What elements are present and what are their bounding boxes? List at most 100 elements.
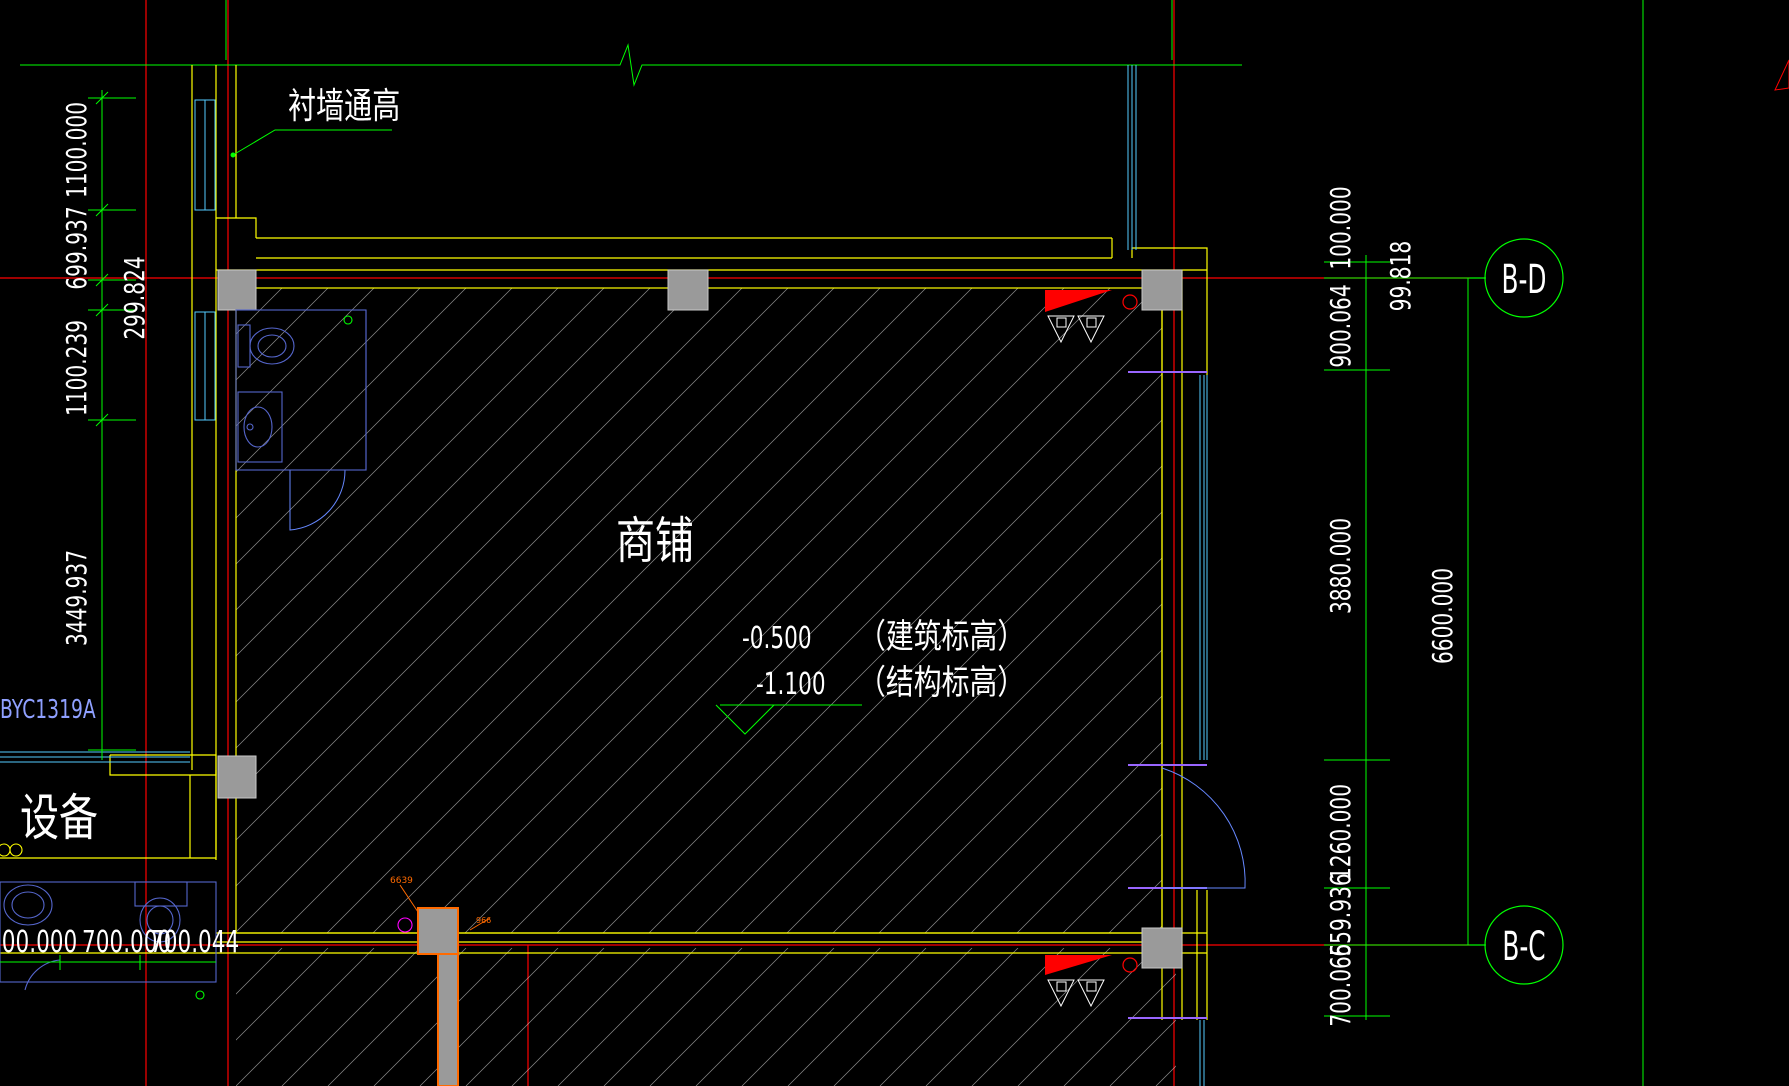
magenta-marker xyxy=(397,917,413,933)
toilet-icon xyxy=(237,324,295,368)
dim-right-1260: 1260.000 xyxy=(1324,784,1357,880)
tag-small-a: 6639 xyxy=(390,876,413,886)
red-wedge-top xyxy=(1045,290,1112,312)
dim-bottom-700-c: 700.044 xyxy=(150,926,239,960)
sanitary-fixtures xyxy=(0,309,413,1000)
hatch-line xyxy=(1201,288,1789,933)
neighbor-room-name: 设备 xyxy=(20,788,98,847)
hatch-line xyxy=(418,288,1065,933)
yellow-marker-a xyxy=(0,843,11,857)
grid-label-bc: B-C xyxy=(1502,923,1545,970)
dim-left-chain xyxy=(88,90,136,760)
hatch-line xyxy=(1109,1019,1176,1086)
hatch-line xyxy=(236,288,743,795)
triangle-markers-top xyxy=(1047,315,1105,344)
hatch-line xyxy=(602,373,1162,933)
hatch-line xyxy=(556,327,1162,933)
hatch-line xyxy=(557,948,697,1086)
hatch-line xyxy=(1431,288,1789,933)
column-bottom-right xyxy=(1141,927,1183,969)
hatch-line xyxy=(925,948,1065,1086)
wall-neighbor-a xyxy=(109,754,217,776)
hatch-line xyxy=(741,948,881,1086)
dim-right-99: 99.818 xyxy=(1384,241,1417,311)
hatch-line xyxy=(603,948,743,1086)
hatch-line xyxy=(236,288,559,611)
struct-elevation-label: （结构标高） xyxy=(858,663,1025,702)
dim-right-900: 900.064 xyxy=(1324,284,1357,367)
hatch-line xyxy=(648,419,1162,933)
hatch-line xyxy=(236,288,467,519)
hatch-line xyxy=(1294,948,1432,1086)
dim-right-6600: 6600.000 xyxy=(1426,568,1459,664)
hatch-line xyxy=(1523,288,1789,933)
column-mid-left xyxy=(217,755,257,799)
hatch-line xyxy=(510,288,1157,933)
column-top-right xyxy=(1141,269,1183,311)
dim-left-299: 299.824 xyxy=(118,256,151,339)
hatch-line xyxy=(236,288,881,933)
hatch-line xyxy=(372,288,1019,933)
door-swing-right xyxy=(1161,767,1246,889)
column-top-left xyxy=(217,269,257,311)
hatch-line xyxy=(236,288,697,749)
hatch-line xyxy=(236,948,283,995)
red-ring-top xyxy=(1122,294,1138,310)
wall-left-stub xyxy=(216,217,257,238)
dim-right-659: 659.936 xyxy=(1324,873,1357,956)
red-ring-bottom xyxy=(1122,957,1138,973)
dim-right-3880: 3880.000 xyxy=(1324,518,1357,614)
hatch-line xyxy=(1339,288,1789,933)
hatch-line xyxy=(1202,948,1340,1086)
dim-left-3449: 3449.937 xyxy=(60,550,93,646)
hatch-line xyxy=(236,288,421,473)
neighbor-window-code: BYC1319A xyxy=(0,695,96,725)
hatch-line xyxy=(878,649,1162,933)
lower-room-hatch xyxy=(236,948,1432,1086)
washbasin-icon xyxy=(237,391,283,463)
hatch-line xyxy=(1016,787,1162,933)
hatch-line xyxy=(924,695,1162,933)
door-stops xyxy=(1128,371,1207,1019)
column-bottom-left-stem xyxy=(437,953,459,1086)
room-hatch xyxy=(236,288,1789,933)
room-name-label: 商铺 xyxy=(616,511,694,570)
hatch-line xyxy=(511,948,651,1086)
lower-door-swing xyxy=(24,959,61,991)
green-fixture-marker-b xyxy=(195,990,205,1000)
hatch-line xyxy=(280,288,927,933)
break-line-top xyxy=(20,43,1242,87)
hatch-line xyxy=(649,948,789,1086)
text-layer: 商铺 -0.500 （建筑标高） -1.100 （结构标高） 衬墙通高 设备 B… xyxy=(0,85,1547,970)
red-markers xyxy=(1045,290,1138,1008)
dim-bottom-left: 700.000 700.000 700.044 xyxy=(0,926,239,960)
dim-bottom-left-ticks xyxy=(0,955,216,970)
hatch-line xyxy=(236,288,375,427)
elevation-symbol xyxy=(715,704,862,735)
struct-elevation-value: -1.100 xyxy=(756,668,826,702)
wall-top-e xyxy=(1131,247,1208,375)
dim-right-700: 700.065 xyxy=(1324,943,1357,1026)
hatch-line xyxy=(879,948,1019,1086)
hatch-line xyxy=(1062,833,1162,933)
yellow-marker-b xyxy=(9,843,23,857)
hatch-line xyxy=(787,948,927,1086)
hatch-line xyxy=(1753,288,1789,933)
lower-fixture-room xyxy=(0,881,217,983)
orange-leaders xyxy=(399,884,491,931)
dim-left-1100-239: 1100.239 xyxy=(60,320,93,416)
hatch-line xyxy=(1615,288,1789,933)
hatch-line xyxy=(832,603,1162,933)
leader-line xyxy=(230,129,392,158)
hatch-line xyxy=(1569,288,1789,933)
dim-left-699: 699.937 xyxy=(60,206,93,289)
hatch-line xyxy=(1661,288,1789,933)
column-top-mid xyxy=(667,269,709,311)
hatch-line xyxy=(1248,948,1386,1086)
room-inner-outline xyxy=(235,287,1163,934)
hatch-line xyxy=(236,288,605,657)
door-swing-toilet xyxy=(289,469,346,531)
hatch-line xyxy=(464,288,1111,933)
hatch-line xyxy=(281,948,421,1086)
